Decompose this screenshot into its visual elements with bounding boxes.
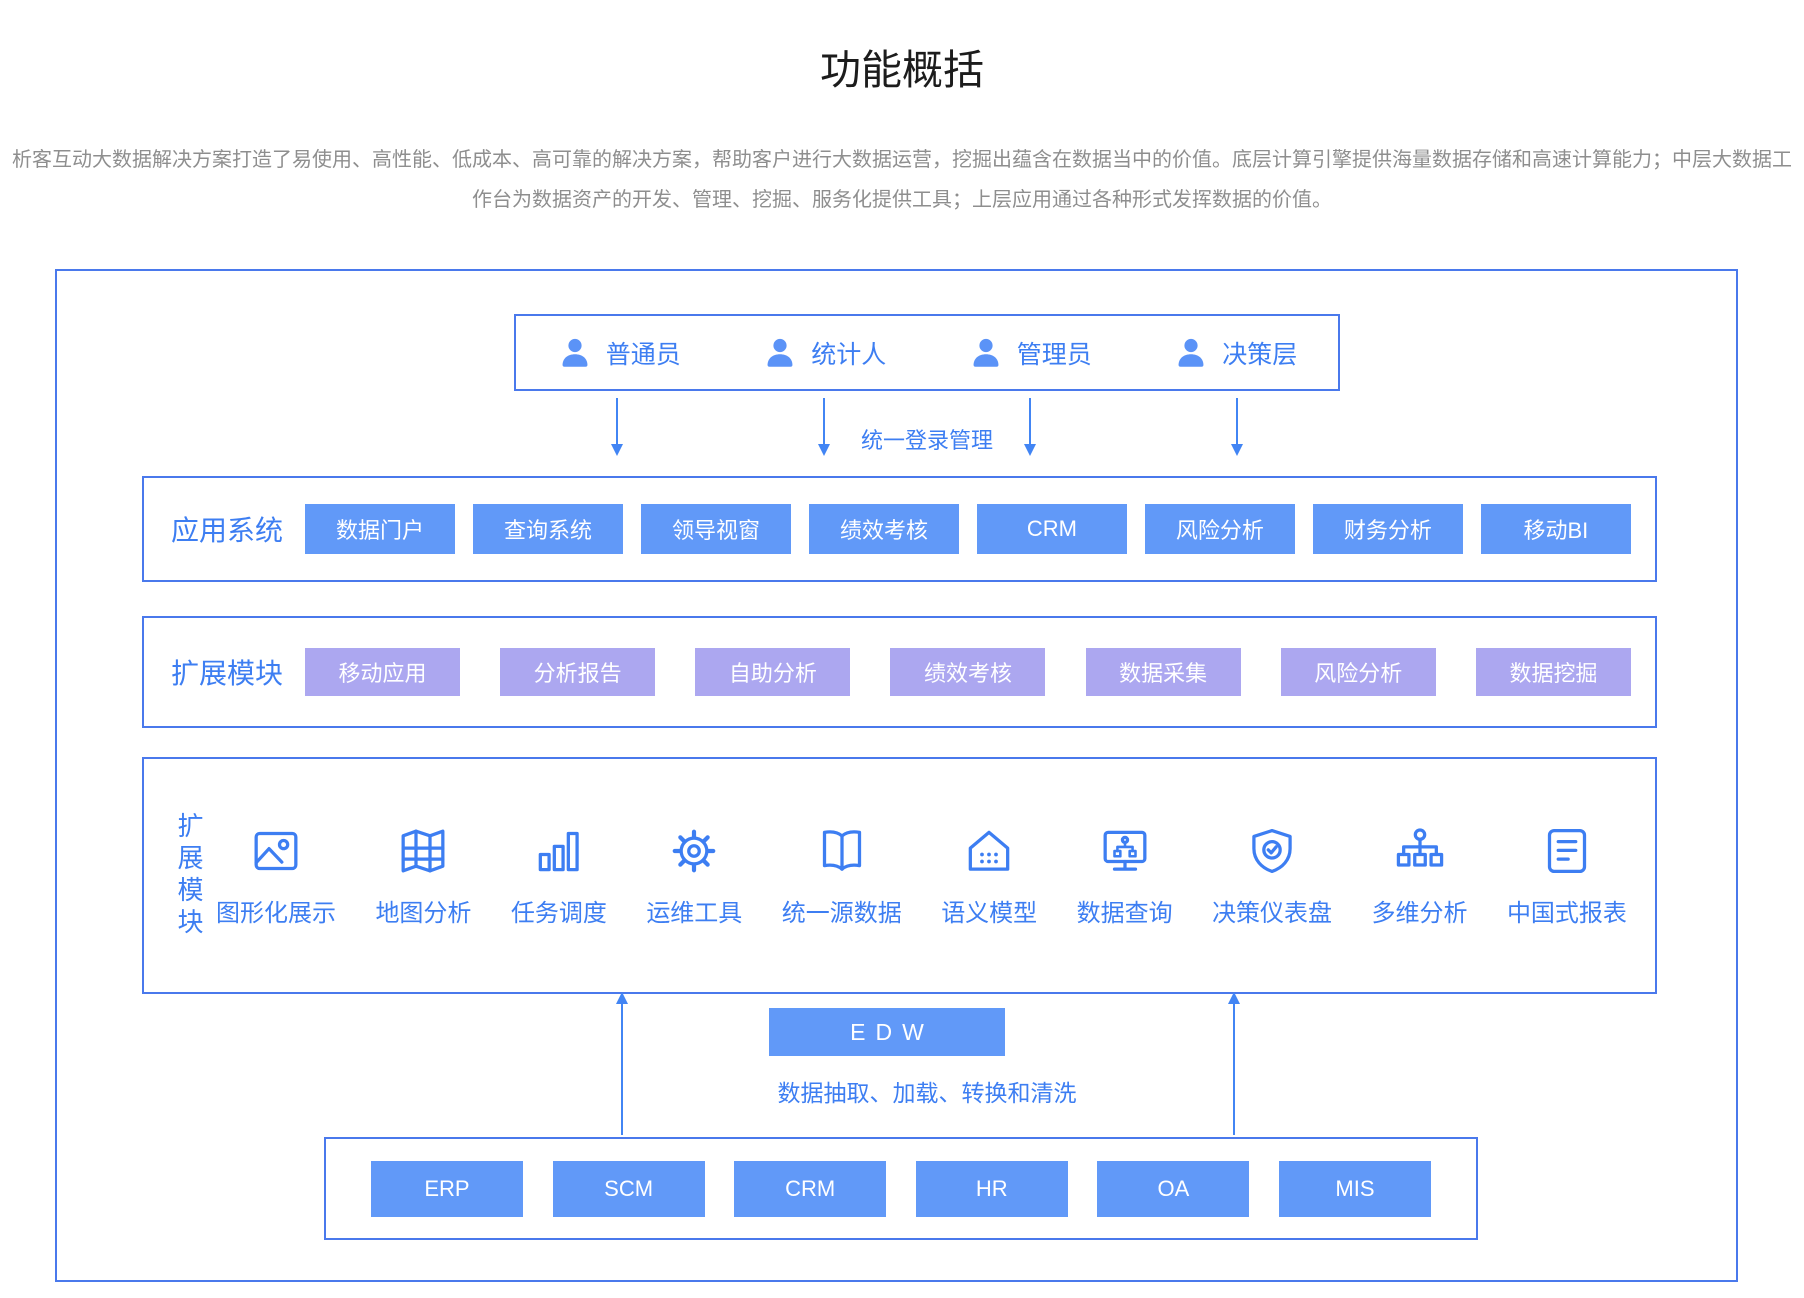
user-group: 统计人	[722, 335, 928, 371]
application-systems-row: 应用系统 数据门户 查询系统 领导视窗 绩效考核 CRM 风险分析 财务分析 移…	[142, 476, 1657, 582]
arrow-down-icon	[1029, 398, 1032, 450]
gear-icon	[672, 829, 716, 873]
bar-chart-icon	[538, 831, 579, 872]
map-icon	[401, 829, 445, 873]
arrow-down-icon	[1235, 398, 1238, 450]
ext-chip: 绩效考核	[890, 648, 1046, 696]
unified-login-label: 统一登录管理	[860, 428, 993, 453]
architecture-diagram: 普通员 统计人 管理员 决策	[55, 269, 1738, 1282]
ext-chip: 数据采集	[1085, 648, 1241, 696]
page-title: 功能概括	[820, 47, 984, 93]
source-chip: ERP	[371, 1160, 523, 1217]
source-chip: HR	[915, 1160, 1068, 1217]
open-book-icon	[822, 830, 861, 871]
app-chip: 数据门户	[305, 504, 456, 554]
module-label: 统一源数据	[781, 900, 902, 927]
application-systems-chips: 数据门户 查询系统 领导视窗 绩效考核 CRM 风险分析 财务分析 移动BI	[305, 504, 1631, 554]
app-chip: 移动BI	[1480, 504, 1631, 554]
ext-chip: 自助分析	[695, 648, 851, 696]
module-label: 任务调度	[510, 900, 607, 927]
monitor-query-icon	[1103, 830, 1147, 871]
user-roles-box: 普通员 统计人 管理员 决策	[514, 314, 1340, 391]
arrow-up-icon	[1233, 998, 1235, 1135]
arrow-down-icon	[616, 398, 619, 450]
source-chip: SCM	[552, 1160, 705, 1217]
module-item: 多维分析	[1372, 823, 1468, 928]
user-group: 普通员	[516, 335, 722, 371]
ext-chip: 数据挖掘	[1475, 648, 1631, 696]
extension-modules-chips: 移动应用 分析报告 自助分析 绩效考核 数据采集 风险分析 数据挖掘	[305, 648, 1631, 696]
module-label: 数据查询	[1076, 900, 1173, 927]
house-data-icon	[968, 830, 1010, 871]
module-label: 语义模型	[941, 900, 1038, 927]
module-item: 任务调度	[511, 823, 607, 928]
platform-modules: 图形化展示 地图分析 任务调度	[216, 823, 1627, 928]
module-item: 语义模型	[941, 823, 1037, 928]
module-label: 图形化展示	[216, 900, 336, 927]
user-label: 普通员	[605, 340, 681, 369]
module-label: 运维工具	[646, 900, 743, 927]
platform-modules-box: 扩展模块 图形化展示 地图分析	[142, 757, 1657, 994]
user-icon	[562, 338, 588, 367]
source-chip: CRM	[734, 1160, 887, 1217]
module-label: 多维分析	[1371, 900, 1468, 927]
module-label: 中国式报表	[1506, 900, 1627, 927]
app-chip: 领导视窗	[640, 504, 791, 554]
report-icon	[1547, 828, 1587, 874]
module-item: 数据查询	[1077, 823, 1173, 928]
user-label: 决策层	[1222, 340, 1298, 369]
ext-chip: 移动应用	[305, 648, 461, 696]
ext-chip: 风险分析	[1280, 648, 1436, 696]
user-label: 管理员	[1016, 340, 1092, 369]
module-item: 地图分析	[375, 823, 471, 928]
module-item: 图形化展示	[216, 823, 336, 928]
ext-chip: 分析报告	[500, 648, 656, 696]
module-item: 决策仪表盘	[1212, 823, 1332, 928]
source-chip: OA	[1097, 1160, 1250, 1217]
source-chip: MIS	[1278, 1160, 1431, 1217]
app-chip: 查询系统	[473, 504, 623, 554]
user-icon	[767, 338, 793, 367]
user-label: 统计人	[811, 340, 887, 369]
module-item: 运维工具	[646, 823, 742, 928]
application-systems-label: 应用系统	[171, 515, 284, 546]
user-icon	[1178, 338, 1204, 367]
module-label: 地图分析	[375, 900, 472, 927]
user-group: 决策层	[1133, 335, 1339, 371]
app-chip: 风险分析	[1144, 504, 1295, 554]
page-description: 析客互动大数据解决方案打造了易使用、高性能、低成本、高可靠的解决方案，帮助客户进…	[12, 149, 1792, 211]
image-icon	[254, 831, 298, 871]
arrow-down-icon	[822, 398, 825, 450]
edw-chip: EDW	[769, 1008, 1005, 1056]
arrow-up-icon	[621, 998, 623, 1135]
app-chip: 绩效考核	[808, 504, 959, 554]
extension-modules-label: 扩展模块	[171, 658, 284, 689]
module-item: 中国式报表	[1507, 823, 1627, 928]
module-item: 统一源数据	[782, 823, 902, 928]
app-chip: 财务分析	[1312, 504, 1463, 554]
platform-modules-label: 扩展模块	[174, 811, 204, 940]
shield-check-icon	[1252, 828, 1292, 874]
user-icon	[973, 338, 999, 367]
user-group: 管理员	[927, 335, 1133, 371]
login-arrows	[514, 398, 1340, 464]
app-chip: CRM	[976, 504, 1127, 554]
source-systems-box: ERP SCM CRM HR OA MIS	[324, 1137, 1478, 1240]
hierarchy-icon	[1396, 828, 1443, 867]
module-label: 决策仪表盘	[1212, 900, 1333, 927]
etl-label: 数据抽取、加载、转换和清洗	[777, 1080, 1077, 1106]
extension-modules-row: 扩展模块 移动应用 分析报告 自助分析 绩效考核 数据采集 风险分析 数据挖掘	[142, 616, 1657, 728]
